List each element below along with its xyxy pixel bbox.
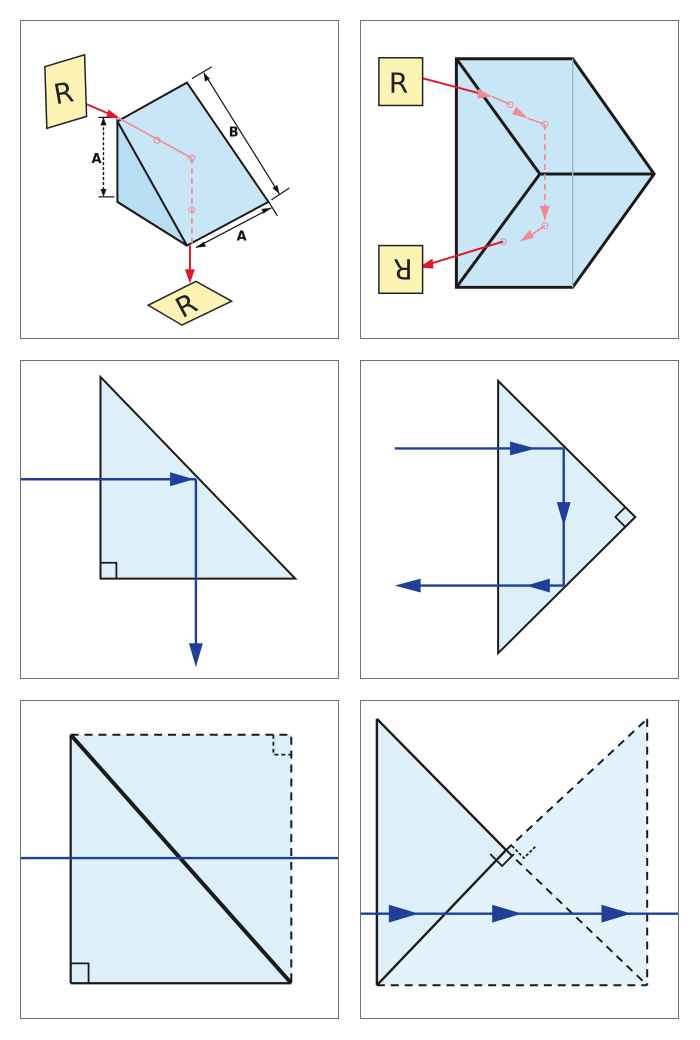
dim-b-line [203, 72, 280, 195]
left-prism-lower-edge [376, 849, 507, 987]
right-angle-mark [100, 561, 118, 579]
panel-right-angle-deviation [20, 360, 339, 679]
left-prism-fill [376, 718, 507, 986]
roof-prism-diagram: R R [378, 57, 656, 295]
panel-roof-prism: R R [360, 20, 679, 339]
left-prism-upper-edge [376, 718, 507, 851]
object-label [378, 57, 424, 107]
incident-ray [416, 75, 485, 96]
isometric-prism-diagram: A B A R R [44, 53, 290, 326]
dashed-diagonal [505, 849, 648, 986]
prism-triangle [99, 374, 298, 580]
right-angle-mark-right [511, 845, 537, 860]
image-label [146, 280, 234, 326]
dim-a-label: A [92, 152, 102, 167]
image-letter: R [393, 252, 412, 285]
right-prism-fill [376, 718, 648, 986]
arrowhead-2 [492, 904, 522, 923]
object-label [44, 53, 88, 130]
exit-arrowhead-outer [394, 578, 421, 593]
incident-arrowhead [170, 472, 194, 487]
right-angle-mark [614, 506, 626, 528]
panel-dashed-cube [20, 700, 339, 1019]
right-angle-deviation-diagram [21, 374, 298, 668]
dim-a2-line [195, 207, 272, 249]
arrowhead-1 [388, 904, 419, 923]
panel-isometric-prism: A B A R R [20, 20, 339, 339]
internal-arrowhead [556, 502, 571, 526]
right-angle-mark-top [272, 734, 292, 756]
dim-a2-label: A [237, 230, 247, 245]
cube-dashed-edges [70, 733, 293, 984]
right-angle-mark-left [489, 853, 515, 868]
retroreflection-diagram [394, 378, 637, 656]
object-letter: R [389, 67, 408, 100]
dashed-cube-diagram [21, 733, 338, 985]
right-angle-mark-bottom [70, 962, 90, 984]
exit-arrowhead-inner [525, 578, 550, 593]
arrowhead-3 [601, 904, 632, 923]
prism-hidden-edge [116, 201, 188, 247]
panel-dashed-dove [360, 700, 679, 1019]
image-label [378, 244, 424, 295]
prism-ridge-top [455, 57, 542, 175]
dashed-dove-diagram [361, 718, 678, 987]
dim-b-label: B [229, 125, 239, 140]
reflected-arrowhead [188, 643, 203, 668]
panel-retroreflection [360, 360, 679, 679]
incident-arrowhead [510, 441, 536, 456]
prism-ridge-bottom [455, 173, 542, 289]
dashed-upper-edge [505, 718, 648, 851]
exit-ray [424, 240, 504, 267]
